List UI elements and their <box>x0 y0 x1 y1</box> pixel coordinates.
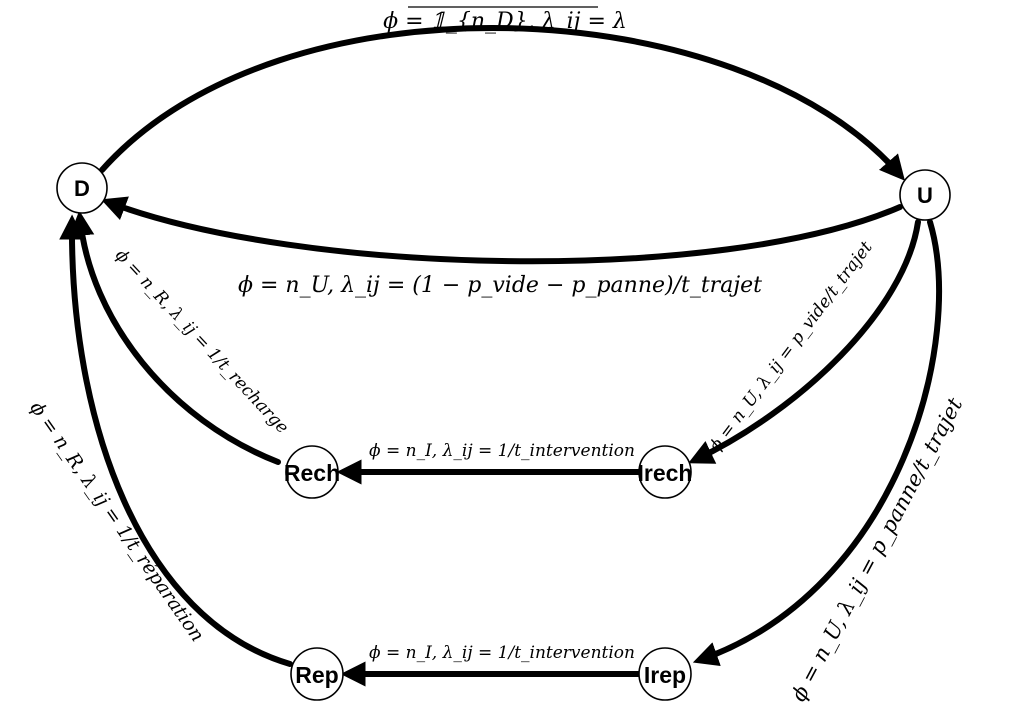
node-rech: Rech <box>284 445 340 499</box>
edge-u-to-irep <box>692 219 942 667</box>
edge-u-to-irech <box>688 219 921 464</box>
node-u: U <box>899 169 951 221</box>
node-irech-label: Irech <box>638 460 693 486</box>
edge-rech-to-d <box>69 210 281 465</box>
edge-label-u-to-d: ϕ = n_U, λ_ij = (1 − p_vide − p_panne)/t… <box>238 273 762 298</box>
node-irep-label: Irep <box>644 662 686 688</box>
edge-u-to-d <box>100 196 903 265</box>
edge-rep-to-d <box>59 214 293 667</box>
node-d-label: D <box>74 176 90 201</box>
edge-label-rep-to-d: ϕ = n_R, λ_ij = 1/t_réparation <box>25 397 208 645</box>
node-rech-label: Rech <box>284 460 340 486</box>
node-d: D <box>56 162 108 214</box>
edge-d-to-u <box>99 25 905 181</box>
node-rep-label: Rep <box>295 662 338 688</box>
edge-label-d-to-u: ϕ = 𝟙_{n_D}, λ_ij = λ <box>383 9 627 34</box>
node-irep: Irep <box>638 647 692 701</box>
node-u-label: U <box>917 183 933 208</box>
edge-label-u-to-irep: ϕ = n_U, λ_ij = p_panne/t_trajet <box>786 393 967 705</box>
edge-label-irep-to-rep: ϕ = n_I, λ_ij = 1/t_intervention <box>369 643 635 663</box>
edge-label-irech-to-rech: ϕ = n_I, λ_ij = 1/t_intervention <box>369 441 635 461</box>
node-rep: Rep <box>290 647 344 701</box>
node-irech: Irech <box>638 445 693 499</box>
